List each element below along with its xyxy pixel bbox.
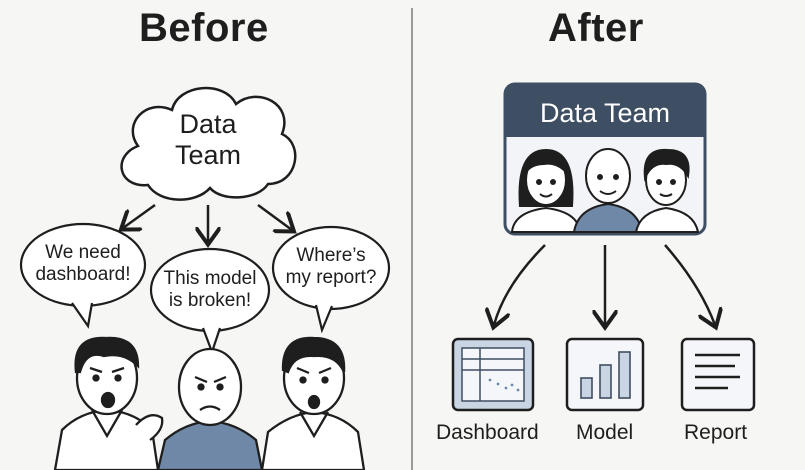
frustrated-person-3 xyxy=(260,336,366,470)
bubble-2-line-1: This model xyxy=(163,268,257,289)
arrow-to-bubble-3 xyxy=(257,203,292,230)
bubble-3-line-2: my report? xyxy=(285,267,377,288)
panel-divider xyxy=(411,8,413,470)
arrow-to-dashboard xyxy=(494,244,546,325)
data-team-card xyxy=(503,82,707,236)
speech-bubble-3 xyxy=(271,225,391,334)
bubble-2-text: This model is broken! xyxy=(151,268,269,312)
cloud-label: Data Team xyxy=(158,109,258,171)
arrow-to-bubble-1 xyxy=(123,203,156,228)
after-title: After xyxy=(548,6,644,50)
bubble-1-line-1: We need xyxy=(45,242,121,263)
bubble-1-text: We need dashboard! xyxy=(23,242,143,286)
dashboard-label: Dashboard xyxy=(436,421,539,444)
arrow-to-report xyxy=(664,244,715,325)
speech-bubble-1 xyxy=(19,222,147,329)
before-arrows xyxy=(123,203,292,242)
bubble-2-line-2: is broken! xyxy=(168,290,252,311)
team-member-man xyxy=(634,148,700,233)
dashboard-icon xyxy=(451,337,535,412)
frustrated-person-1 xyxy=(53,336,164,470)
speech-bubble-2 xyxy=(149,247,271,356)
bubble-3-line-1: Where’s xyxy=(296,245,366,266)
after-arrows xyxy=(494,244,715,325)
report-label: Report xyxy=(684,421,748,444)
bubble-3-text: Where’s my report? xyxy=(273,245,389,289)
before-title: Before xyxy=(139,6,269,50)
frustrated-person-2 xyxy=(156,347,264,470)
bubble-1-line-2: dashboard! xyxy=(35,264,131,285)
team-member-woman xyxy=(510,148,582,233)
model-label: Model xyxy=(576,421,634,444)
cloud-label-line-1: Data xyxy=(179,109,237,139)
bar-chart-icon xyxy=(565,337,645,412)
data-team-cloud xyxy=(120,87,297,201)
report-icon xyxy=(680,337,756,412)
team-member-bald xyxy=(572,148,644,233)
cloud-label-line-2: Team xyxy=(174,140,242,170)
team-card-title: Data Team xyxy=(539,98,671,128)
